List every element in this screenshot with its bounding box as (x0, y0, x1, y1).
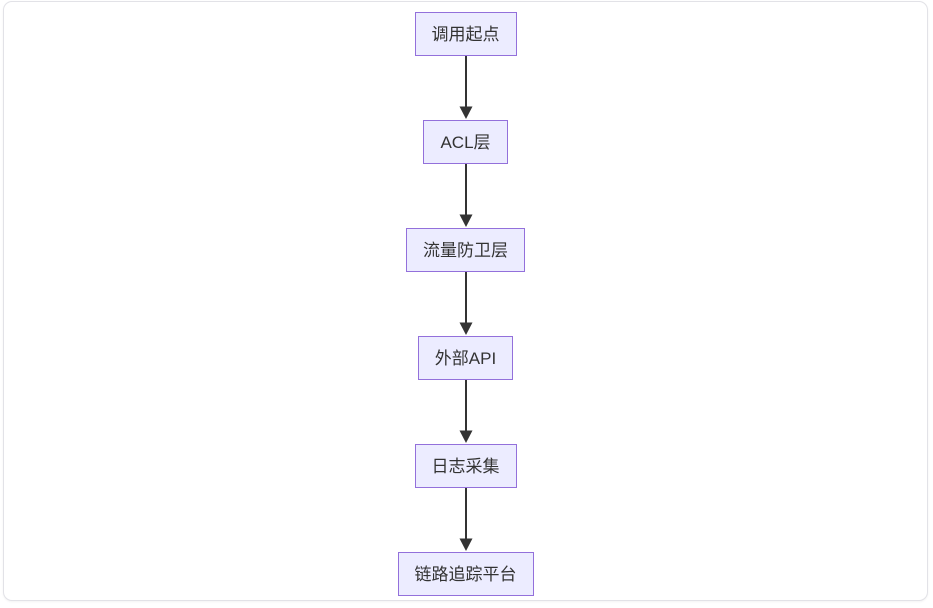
diagram-canvas: 调用起点 ACL层 流量防卫层 外部API 日志采集 (3, 1, 928, 601)
flow-node-trace-platform: 链路追踪平台 (397, 552, 534, 596)
arrow-down-icon (459, 56, 472, 119)
arrow-down-icon (459, 488, 472, 551)
node-label: 流量防卫层 (423, 240, 508, 260)
flow-node-external-api: 外部API (417, 336, 514, 380)
flow-node-call-origin: 调用起点 (414, 12, 517, 56)
arrow-down-icon (459, 272, 472, 335)
node-label: 外部API (434, 348, 497, 368)
flow-node-traffic-guard: 流量防卫层 (406, 228, 525, 272)
node-label: 日志采集 (431, 456, 500, 476)
node-label: 链路追踪平台 (414, 564, 517, 584)
arrow-down-icon (459, 164, 472, 227)
flow-node-acl-layer: ACL层 (423, 120, 508, 164)
node-label: 调用起点 (431, 24, 500, 44)
flowchart: 调用起点 ACL层 流量防卫层 外部API 日志采集 (4, 12, 927, 596)
node-label: ACL层 (440, 132, 491, 152)
flow-node-log-collection: 日志采集 (414, 444, 517, 488)
arrow-down-icon (459, 380, 472, 443)
